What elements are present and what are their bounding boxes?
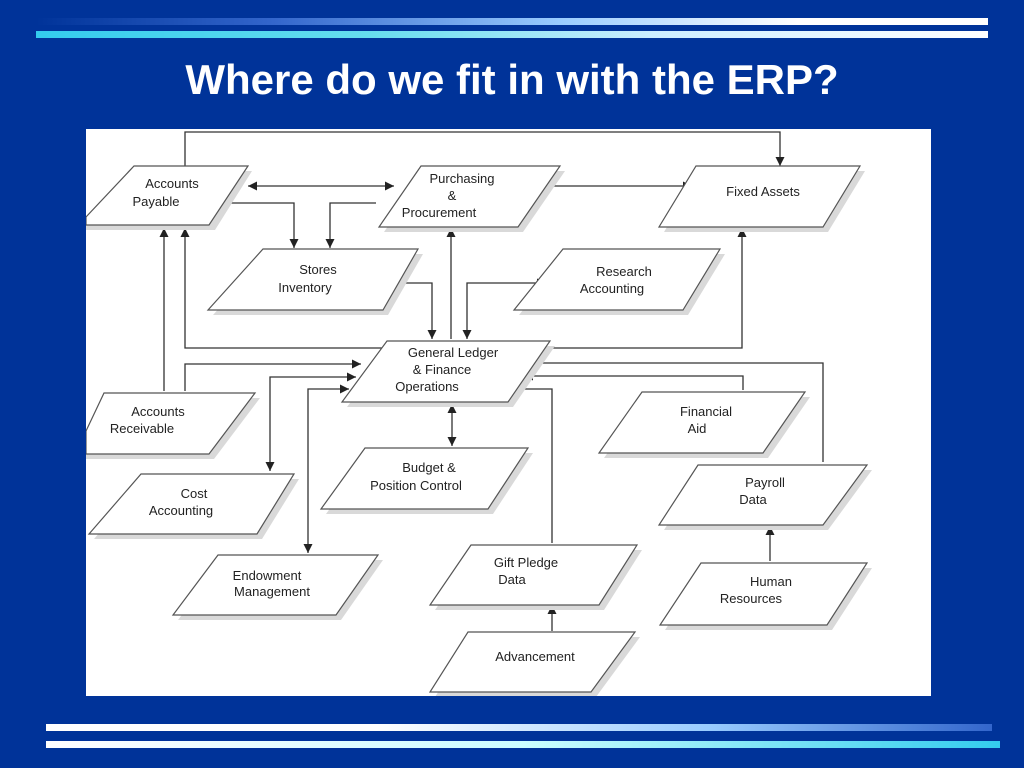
label-line: Financial	[680, 404, 732, 419]
connector-purchasing-stores	[325, 202, 376, 248]
label-line: Aid	[688, 421, 707, 436]
label-line: Accounts	[145, 176, 199, 191]
connector-aid-gl	[524, 371, 744, 390]
label-line: Stores	[299, 262, 337, 277]
label-line: Data	[739, 492, 767, 507]
connector-ap-fixed-assets	[184, 131, 785, 166]
connector-gl-ap	[180, 228, 396, 349]
label-line: Position Control	[370, 478, 462, 493]
label-line: Resources	[720, 591, 783, 606]
connector-cost-gl	[265, 372, 356, 471]
label-line: Human	[750, 574, 792, 589]
node-fixed-assets: Fixed Assets	[657, 165, 865, 232]
label-line: Payable	[133, 194, 180, 209]
label-line: Advancement	[495, 649, 575, 664]
label-line: Inventory	[278, 280, 332, 295]
connector-endowment-gl	[303, 384, 349, 553]
label-line: & Finance	[413, 362, 472, 377]
label-line: Payroll	[745, 475, 785, 490]
svg-text:Advancement: Advancement	[495, 649, 575, 664]
top-decorative-bar-secondary	[36, 31, 988, 38]
connector-payroll-gl	[530, 358, 824, 462]
label-line: Cost	[181, 486, 208, 501]
label-line: Research	[596, 264, 652, 279]
connector-gl-fixed-assets	[536, 228, 747, 349]
label-line: Receivable	[110, 421, 174, 436]
connector-research-gl	[462, 278, 546, 339]
connector-ap-stores	[226, 202, 299, 248]
bottom-decorative-bar-secondary	[46, 741, 1000, 748]
label-line: Accounting	[149, 503, 213, 518]
label-line: Purchasing	[429, 171, 494, 186]
label-line: Budget &	[402, 460, 456, 475]
svg-text:Fixed Assets: Fixed Assets	[726, 184, 800, 199]
slide-title: Where do we fit in with the ERP?	[185, 56, 839, 103]
label-line: Management	[234, 584, 310, 599]
label-line: Accounting	[580, 281, 644, 296]
label-line: Endowment	[233, 568, 302, 583]
node-budget-position-control: Budget & Position Control	[319, 447, 533, 514]
label-line: Procurement	[402, 205, 477, 220]
label-line: Gift Pledge	[494, 555, 558, 570]
node-advancement: Advancement	[428, 631, 640, 696]
label-line: Fixed Assets	[726, 184, 800, 199]
bottom-decorative-bar	[46, 724, 992, 731]
svg-text:Purchasing&Procurement: Purchasing & Procurement	[402, 171, 495, 220]
svg-text:Budget &Position Control: Budget & Position Control	[370, 460, 462, 493]
label-line: &	[448, 188, 457, 203]
connector-ar-gl	[184, 359, 361, 391]
label-line: Data	[498, 572, 526, 587]
label-line: Operations	[395, 379, 459, 394]
node-purchasing-procurement: Purchasing & Procurement	[377, 165, 565, 232]
label-line: Accounts	[131, 404, 185, 419]
label-line: General Ledger	[408, 345, 499, 360]
top-decorative-bar	[36, 18, 988, 25]
